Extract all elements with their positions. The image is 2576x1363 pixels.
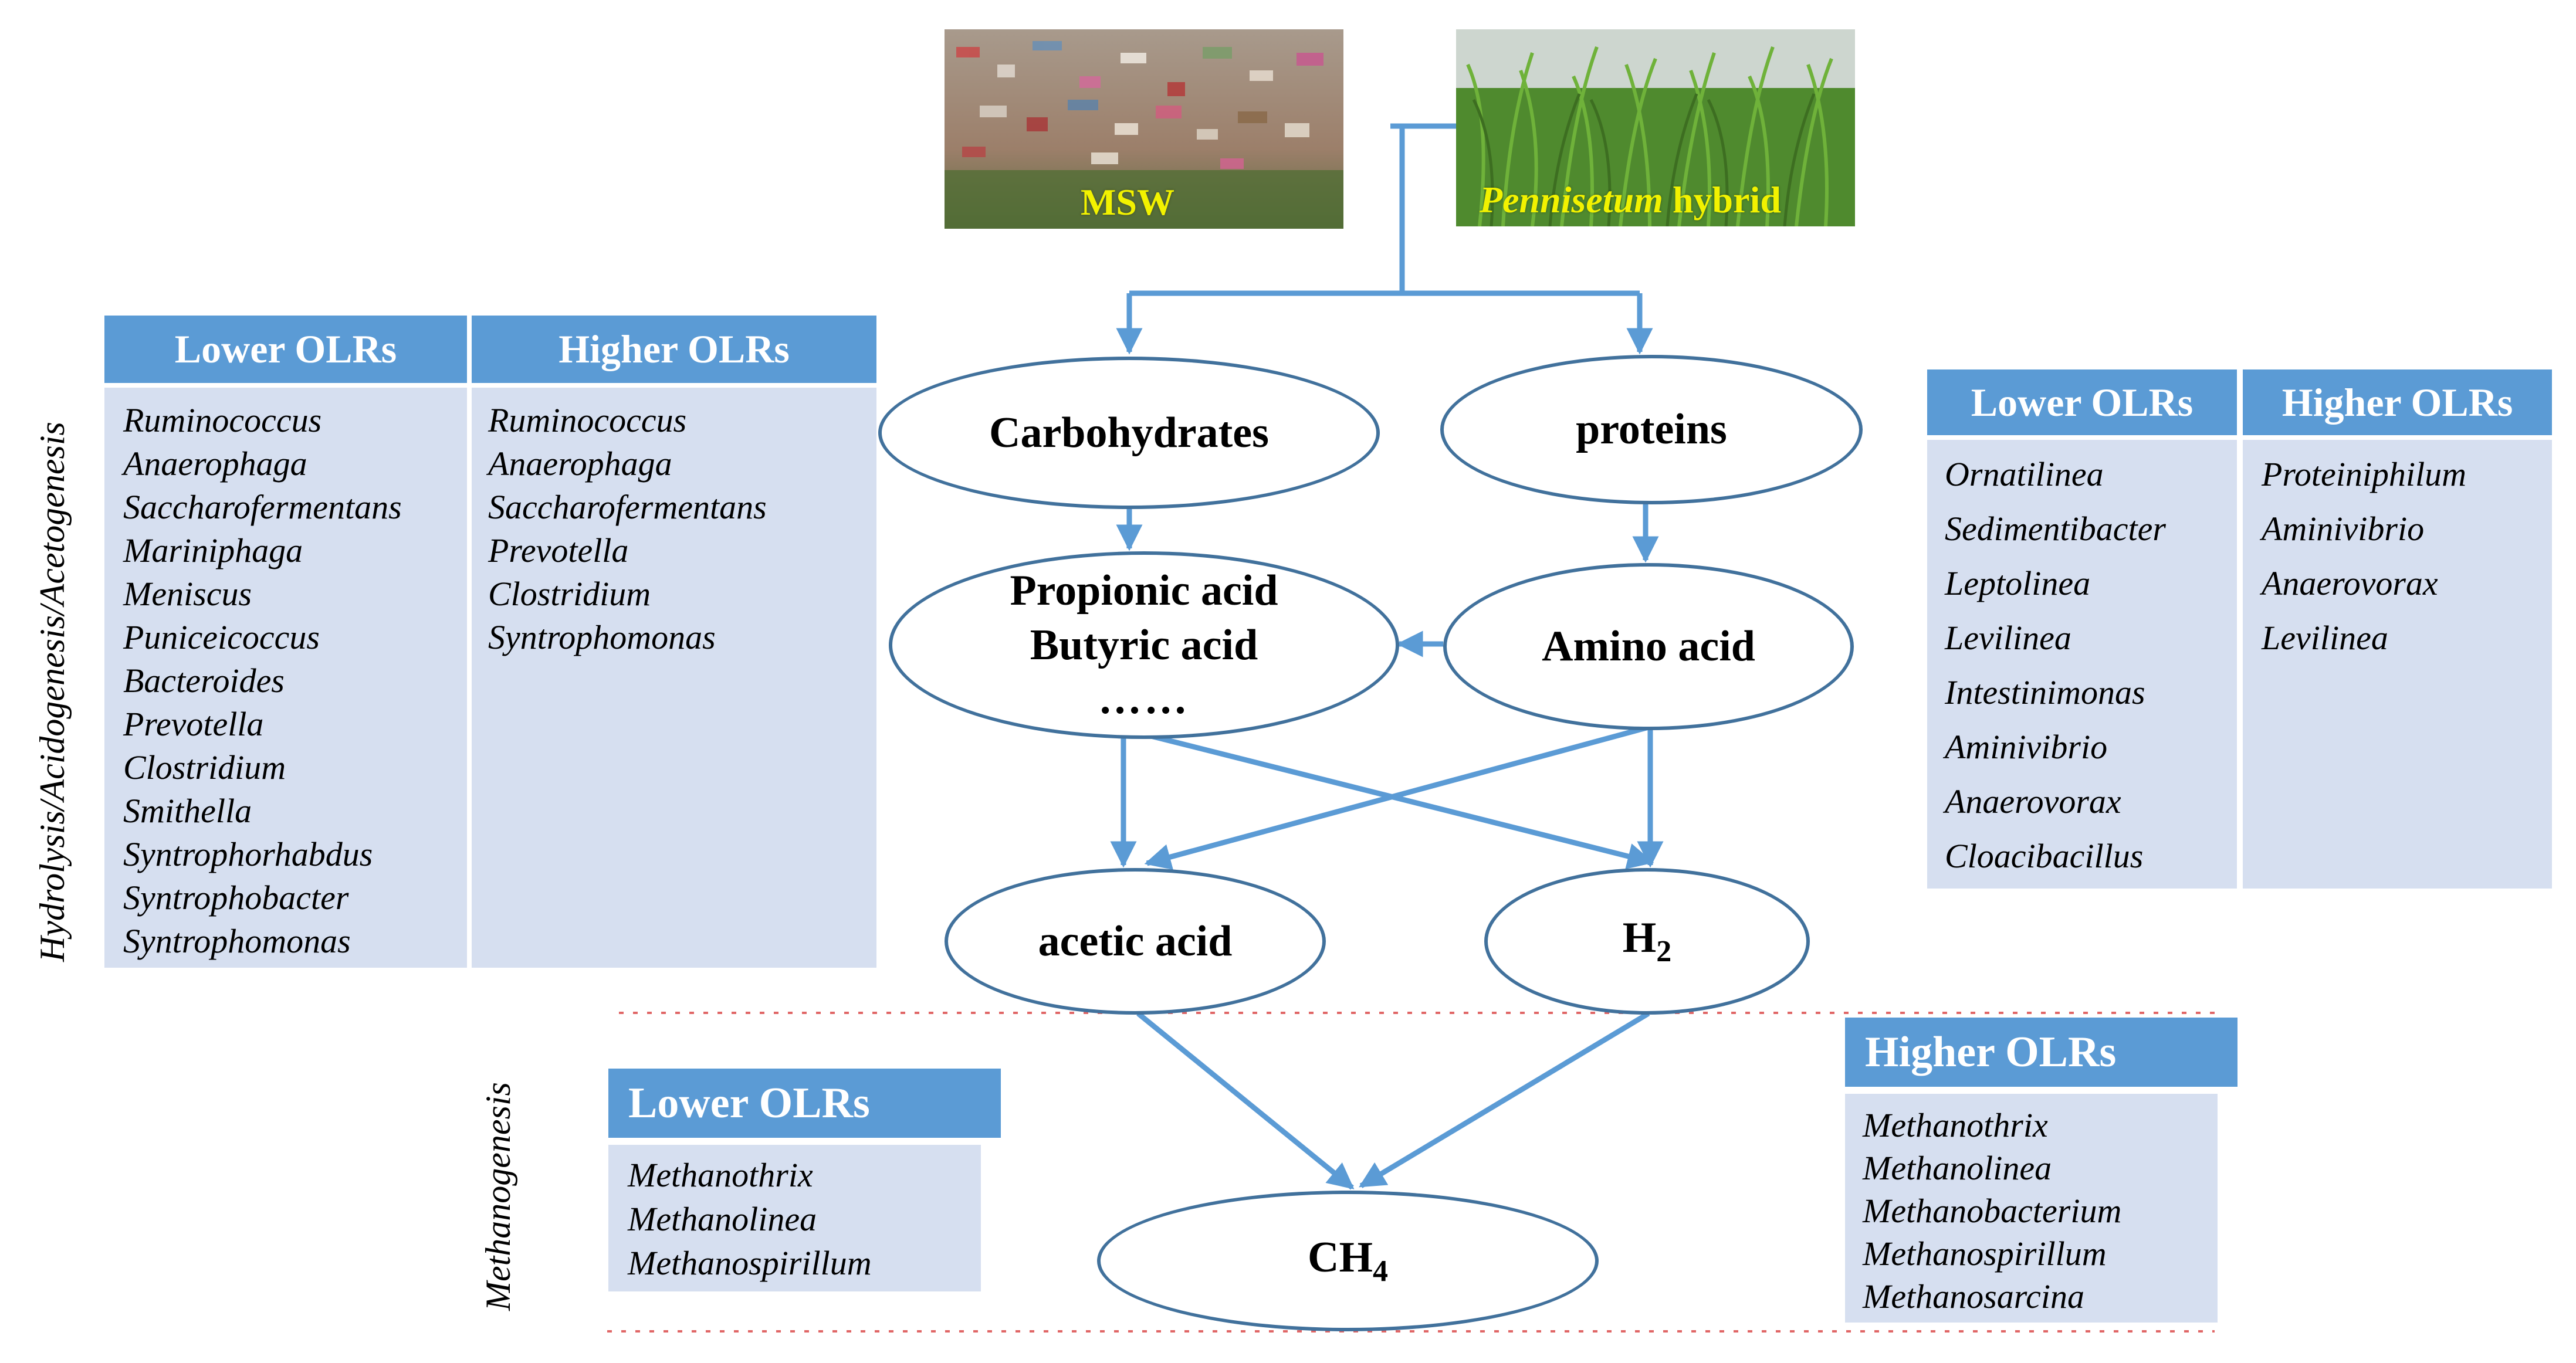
amino-acid-node: Amino acid xyxy=(1443,563,1854,730)
ch4-node: CH4 xyxy=(1097,1191,1599,1331)
ch4-subscript: 4 xyxy=(1373,1254,1388,1289)
right-table-higher-header: Higher OLRs xyxy=(2243,369,2552,435)
carbohydrates-node: Carbohydrates xyxy=(878,357,1380,509)
arrow-vfa-to-h2 xyxy=(1143,731,1654,869)
genus-item: Methanolinea xyxy=(1863,1149,2052,1187)
genus-item: Clostridium xyxy=(123,748,286,786)
msw-photo: MSW xyxy=(945,29,1343,229)
genus-item: Meniscus xyxy=(123,575,252,613)
left-table-higher-cell xyxy=(472,388,876,968)
genus-item: Methanothrix xyxy=(628,1156,813,1194)
methanogen-lower-header: Lower OLRs xyxy=(608,1069,1001,1138)
msw-label: MSW xyxy=(1081,181,1174,223)
genus-item: Ruminococcus xyxy=(123,401,322,439)
genus-item: Methanospirillum xyxy=(1863,1235,2107,1273)
genus-item: Puniceicoccus xyxy=(123,618,320,656)
ch4-label: CH4 xyxy=(1308,1232,1388,1290)
pennisetum-rest: hybrid xyxy=(1663,179,1781,221)
genus-item: Methanolinea xyxy=(628,1200,817,1238)
genus-item: Saccharofermentans xyxy=(488,488,767,526)
genus-item: Clostridium xyxy=(488,575,651,613)
left-table-lower-cell xyxy=(104,388,467,968)
vfa-node: Propionic acid Butyric acid …… xyxy=(889,551,1399,739)
genus-item: Methanospirillum xyxy=(628,1244,872,1282)
genus-item: Syntrophomonas xyxy=(488,618,716,656)
genus-item: Intestinimonas xyxy=(1945,673,2145,711)
proteins-label: proteins xyxy=(1576,405,1727,454)
pennisetum-genus: Pennisetum xyxy=(1480,179,1663,221)
genus-item: Anaerovorax xyxy=(1945,782,2121,820)
hydrolysis-stage-label: Hydrolysis/Acidogenesis/Acetogenesis xyxy=(33,422,72,962)
amino-acid-label: Amino acid xyxy=(1542,622,1755,671)
left-table-higher-header: Higher OLRs xyxy=(472,316,876,383)
h2-label: H2 xyxy=(1623,912,1672,970)
arrow-acetic-to-ch4 xyxy=(1136,1011,1355,1190)
left-table-lower-header: Lower OLRs xyxy=(104,316,467,383)
arrow-h2-to-ch4 xyxy=(1359,1011,1650,1188)
genus-item: Bacteroides xyxy=(123,662,285,700)
pennisetum-label: Pennisetum hybrid xyxy=(1480,178,1781,222)
right-table-lower-cell xyxy=(1927,440,2237,889)
genus-item: Prevotella xyxy=(123,705,264,743)
ch4-base: CH xyxy=(1308,1233,1373,1282)
genus-item: Aminivibrio xyxy=(1945,728,2108,766)
genus-item: Sedimentibacter xyxy=(1945,510,2166,548)
genus-item: Saccharofermentans xyxy=(123,488,402,526)
methanogen-lower-cell xyxy=(608,1145,981,1291)
genus-item: Mariniphaga xyxy=(123,531,303,569)
msw-image xyxy=(945,29,1343,229)
methanogen-higher-cell xyxy=(1845,1094,2218,1323)
genus-item: Methanobacterium xyxy=(1863,1192,2122,1230)
carbohydrates-label: Carbohydrates xyxy=(989,408,1269,457)
genus-item: Anaerophaga xyxy=(488,445,672,483)
genus-item: Proteiniphilum xyxy=(2262,455,2467,493)
genus-item: Syntrophorhabdus xyxy=(123,835,373,873)
arrow-amino-to-acetic xyxy=(1144,724,1650,870)
proteins-node: proteins xyxy=(1440,355,1863,504)
h2-base: H xyxy=(1622,914,1657,962)
right-table-lower-header: Lower OLRs xyxy=(1927,369,2237,435)
acetic-acid-node: acetic acid xyxy=(945,868,1326,1015)
genus-item: Prevotella xyxy=(488,531,629,569)
genus-item: Levilinea xyxy=(2262,619,2388,657)
h2-subscript: 2 xyxy=(1656,935,1672,969)
genus-item: Methanosarcina xyxy=(1863,1277,2085,1315)
genus-item: Smithella xyxy=(123,792,252,830)
butyric-acid-label: Butyric acid xyxy=(1030,621,1258,669)
genus-item: Leptolinea xyxy=(1945,564,2091,602)
right-table-higher-cell xyxy=(2243,440,2552,889)
feed-connector xyxy=(1129,123,1640,296)
genus-item: Ornatilinea xyxy=(1945,455,2104,493)
genus-item: Syntrophobacter xyxy=(123,879,349,917)
genus-item: Ruminococcus xyxy=(488,401,687,439)
methanogen-higher-header: Higher OLRs xyxy=(1845,1018,2238,1087)
propionic-acid-label: Propionic acid xyxy=(1010,567,1278,615)
ellipsis-label: …… xyxy=(1098,675,1190,724)
genus-item: Syntrophomonas xyxy=(123,922,351,960)
h2-node: H2 xyxy=(1484,868,1810,1015)
grass-image xyxy=(1456,29,1855,226)
genus-item: Methanothrix xyxy=(1863,1106,2048,1144)
genus-item: Anaerophaga xyxy=(123,445,307,483)
genus-item: Levilinea xyxy=(1945,619,2071,657)
genus-item: Cloacibacillus xyxy=(1945,837,2144,875)
methanogenesis-stage-label: Methanogenesis xyxy=(479,1082,517,1311)
acetic-acid-label: acetic acid xyxy=(1038,917,1233,965)
genus-item: Anaerovorax xyxy=(2262,564,2438,602)
pennisetum-photo: Pennisetum hybrid xyxy=(1456,29,1855,226)
genus-item: Aminivibrio xyxy=(2262,510,2425,548)
